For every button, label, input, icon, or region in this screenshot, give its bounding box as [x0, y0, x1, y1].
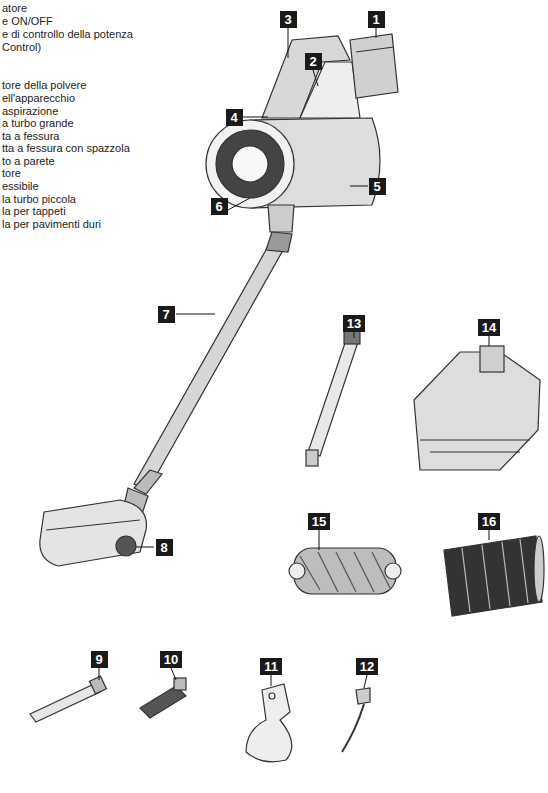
legend-line: a turbo grande — [2, 117, 74, 129]
legend-line: tta a fessura con spazzola — [2, 142, 130, 154]
legend-line: e di controllo della potenza — [2, 28, 133, 40]
callout-number-text: 15 — [312, 514, 326, 529]
callout-number-text: 12 — [360, 659, 374, 674]
legend-line: Control) — [2, 41, 41, 53]
callout-number-text: 11 — [264, 659, 278, 674]
callout-number-text: 16 — [482, 514, 496, 529]
callout-number: 8 — [156, 539, 173, 556]
callout-number: 12 — [356, 658, 378, 675]
callout-number-text: 10 — [164, 652, 178, 667]
callout-number: 1 — [368, 11, 385, 28]
callout-number: 9 — [91, 651, 108, 668]
callout-number-text: 1 — [372, 12, 381, 27]
callout-number-text: 13 — [347, 316, 361, 331]
callout-number-text: 8 — [160, 540, 169, 555]
callout-number: 7 — [158, 306, 175, 323]
legend-line: to a parete — [2, 155, 55, 167]
callout-number: 11 — [260, 658, 282, 675]
legend-line: atore — [2, 2, 27, 14]
callout-number-text: 5 — [373, 179, 382, 194]
callout-number-text: 9 — [95, 652, 104, 667]
legend-line: tore della polvere — [2, 79, 86, 91]
callout-number: 13 — [343, 315, 365, 332]
callout-number-text: 7 — [162, 307, 171, 322]
legend-line: essibile — [2, 180, 39, 192]
callout-number: 3 — [280, 11, 297, 28]
callout-number: 16 — [478, 513, 500, 530]
callout-number: 4 — [226, 109, 243, 126]
callout-number: 2 — [305, 53, 322, 70]
legend-line: ta a fessura — [2, 130, 59, 142]
legend-line: e ON/OFF — [2, 15, 53, 27]
callout-number: 14 — [478, 319, 500, 336]
callout-number-text: 4 — [230, 110, 239, 125]
callout-number: 5 — [369, 178, 386, 195]
callout-number-text: 3 — [284, 12, 293, 27]
callout-number-text: 14 — [482, 320, 496, 335]
callout-number: 6 — [211, 198, 228, 215]
callout-number-text: 6 — [215, 199, 224, 214]
legend-line: tore — [2, 167, 21, 179]
legend-line: aspirazione — [2, 105, 58, 117]
callout-number: 15 — [308, 513, 330, 530]
leader-lines — [99, 28, 489, 688]
callout-number: 10 — [160, 651, 182, 668]
callout-number-text: 2 — [309, 54, 318, 69]
legend-line: la per pavimenti duri — [2, 218, 101, 230]
legend-line: la turbo piccola — [2, 193, 76, 205]
legend-line: ell'apparecchio — [2, 92, 75, 104]
legend-line: la per tappeti — [2, 205, 66, 217]
